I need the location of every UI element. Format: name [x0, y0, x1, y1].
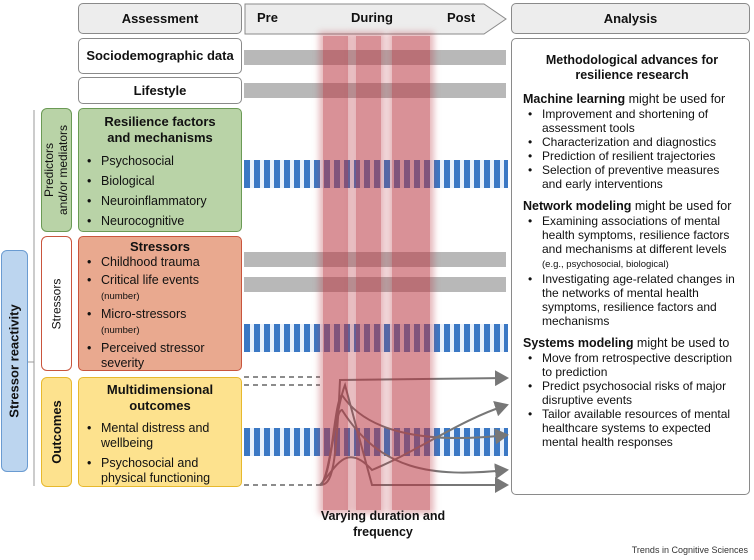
journal-credit: Trends in Cognitive Sciences	[631, 545, 748, 555]
stressor-reactivity-label: Stressor reactivity	[1, 250, 28, 472]
predictors-label: Predictors and/or mediators	[41, 108, 72, 232]
list-item: Investigating age-related changes in the…	[523, 272, 741, 328]
list-item: Predict psychosocial risks of major disr…	[523, 379, 741, 407]
outcomes-title: Multidimensional outcomes	[106, 382, 214, 413]
list-item: Improvement and shortening of assessment…	[523, 107, 741, 135]
resilience-box: Resilience factors and mechanisms Psycho…	[78, 108, 242, 232]
list-item: Biological	[79, 174, 241, 189]
lifestyle-box: Lifestyle	[78, 77, 242, 104]
analysis-header: Analysis	[511, 3, 750, 34]
list-item: Move from retrospective description to p…	[523, 351, 741, 379]
stressors-box: Stressors Childhood trauma Critical life…	[78, 236, 242, 371]
list-item: Micro-stressors (number)	[79, 307, 241, 338]
list-item: Critical life events (number)	[79, 273, 241, 304]
timeline-post-label: Post	[447, 10, 476, 25]
timeline-during-label: During	[351, 10, 393, 25]
stressors-side-label: Stressors	[41, 236, 72, 371]
assessment-header: Assessment	[78, 3, 242, 34]
list-item: Tailor available resources of mental hea…	[523, 407, 741, 449]
list-item: Childhood trauma	[79, 255, 241, 270]
during-band-2	[356, 36, 381, 510]
list-item: Prediction of resilient trajectories	[523, 149, 741, 163]
analysis-panel: Methodological advances for resilience r…	[511, 38, 750, 495]
sociodemographic-box: Sociodemographic data	[78, 38, 242, 74]
list-item: Psychosocial and physical functioning	[79, 456, 241, 486]
list-item: Mental distress and wellbeing	[79, 421, 241, 451]
list-item: Neuroinflammatory	[79, 194, 241, 209]
machine-learning-heading: Machine learning might be used for	[523, 92, 726, 106]
network-modeling-heading: Network modeling might be used for	[523, 199, 732, 213]
outcomes-side-label: Outcomes	[41, 377, 72, 487]
side-brackets	[28, 110, 35, 486]
list-item: Examining associations of mental health …	[523, 214, 741, 272]
systems-modeling-heading: Systems modeling might be used to	[523, 336, 730, 350]
timeline-arrow	[244, 3, 507, 35]
analysis-title: Methodological advances for resilience r…	[545, 53, 719, 82]
list-item: Psychosocial	[79, 154, 241, 169]
list-item: Neurocognitive	[79, 214, 241, 229]
stressors-title: Stressors	[130, 239, 190, 254]
outcomes-box: Multidimensional outcomes Mental distres…	[78, 377, 242, 487]
during-band-3	[392, 36, 430, 510]
timeline-pre-label: Pre	[257, 10, 278, 25]
resilience-title: Resilience factors and mechanisms	[104, 114, 216, 145]
during-band-1	[323, 36, 348, 510]
list-item: Selection of preventive measures and ear…	[523, 163, 741, 191]
list-item: Characterization and diagnostics	[523, 135, 741, 149]
list-item: Perceived stressor severity	[79, 341, 241, 371]
duration-caption: Varying duration and frequency	[320, 509, 446, 539]
